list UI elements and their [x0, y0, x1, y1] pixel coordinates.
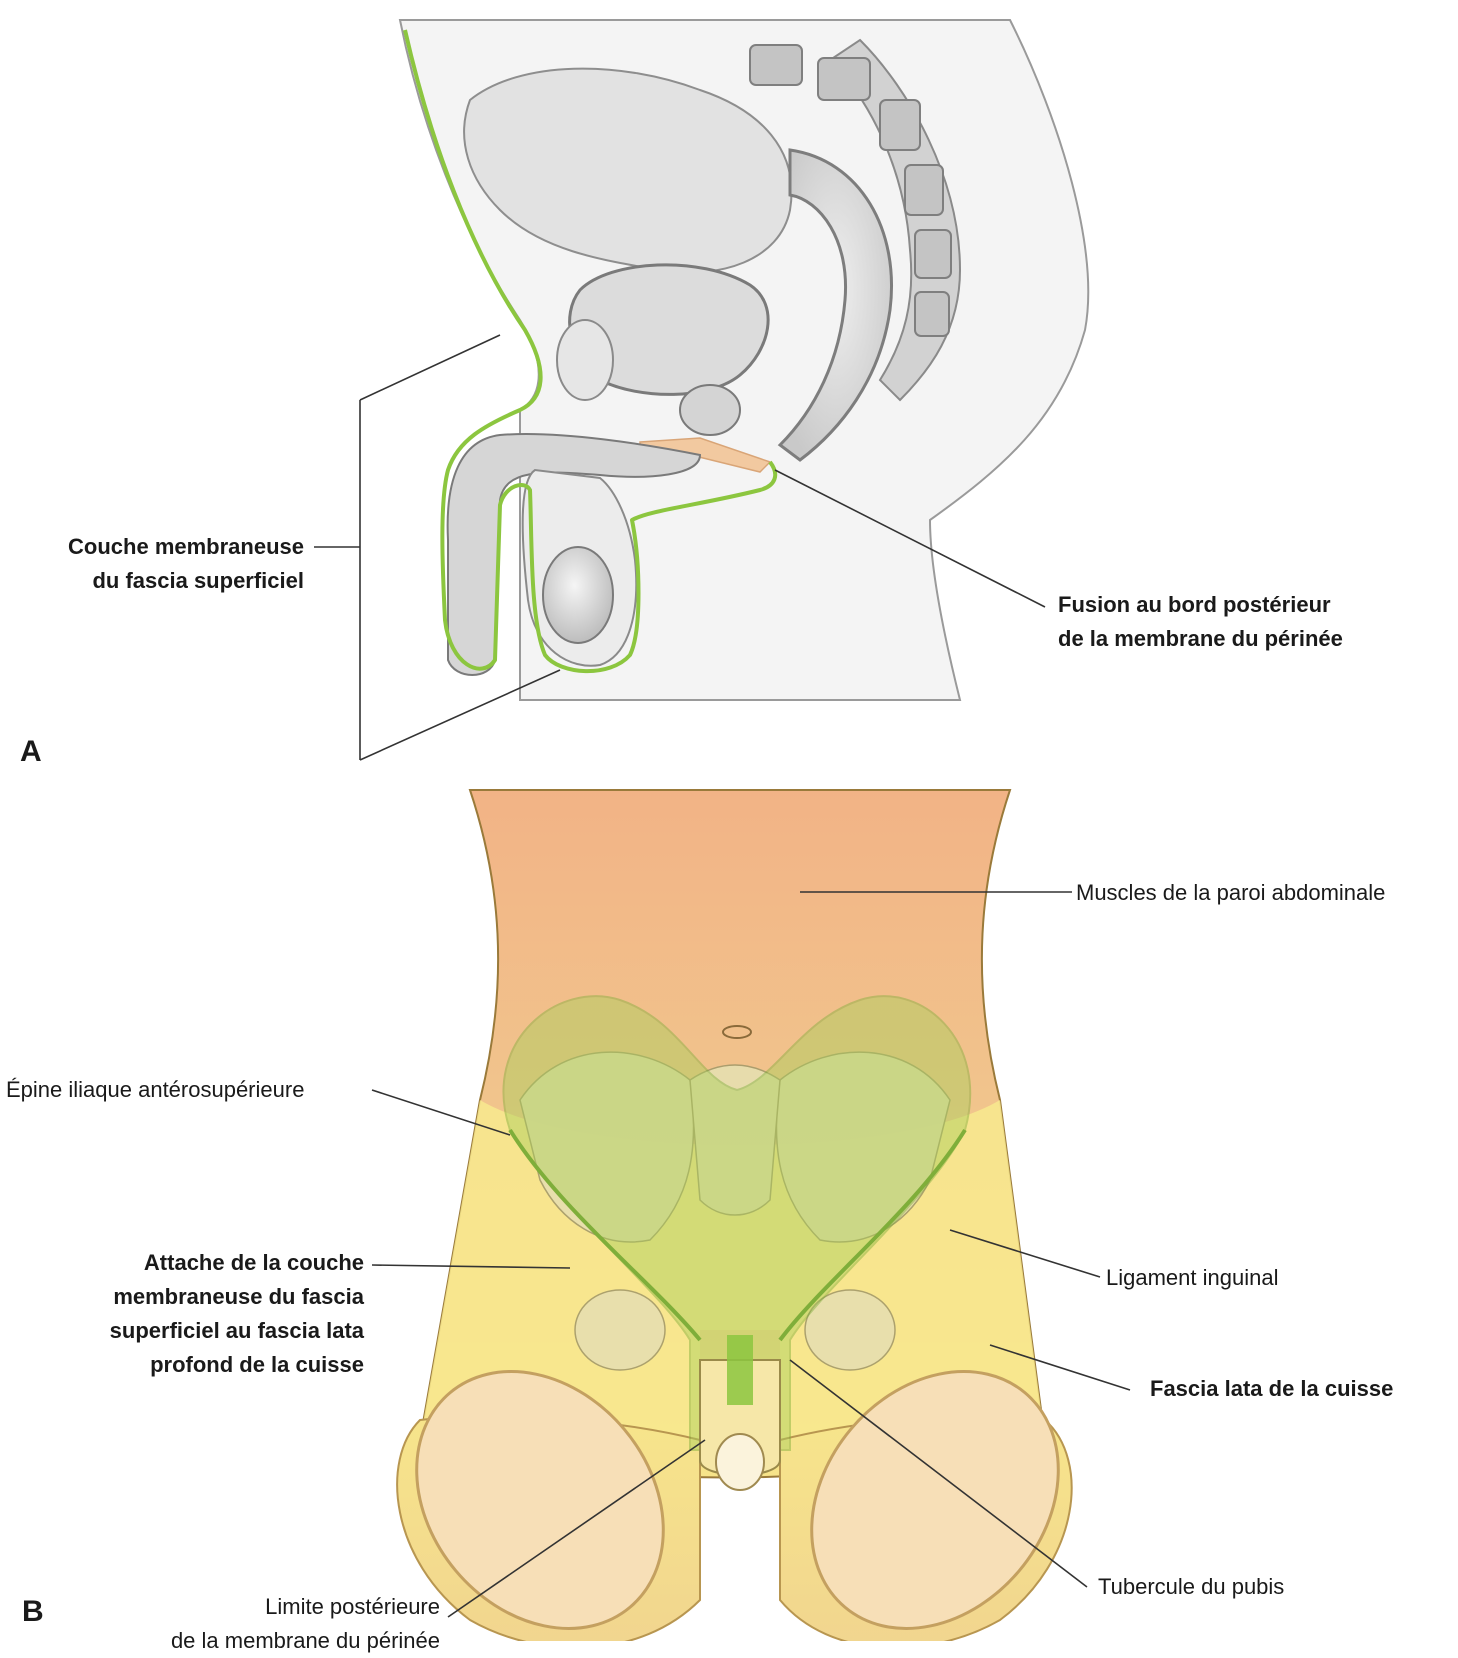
label-couche-membraneuse: Couche membraneuse du fascia superficiel — [10, 530, 304, 598]
label-muscles-paroi: Muscles de la paroi abdominale — [1076, 876, 1385, 910]
panel-a-illustration — [400, 20, 1088, 700]
perineal-membrane-limit — [727, 1335, 753, 1405]
label-attache: Attache de la couche membraneuse du fasc… — [30, 1246, 364, 1382]
label-line: superficiel au fascia lata — [30, 1314, 364, 1348]
label-line: de la membrane du périnée — [1058, 622, 1343, 656]
prostate — [680, 385, 740, 435]
testis — [543, 547, 613, 643]
panel-label-a: A — [20, 735, 42, 769]
label-fusion: Fusion au bord postérieur de la membrane… — [1058, 588, 1343, 656]
label-ligament-inguinal: Ligament inguinal — [1106, 1261, 1278, 1295]
label-line: profond de la cuisse — [30, 1348, 364, 1382]
panel-b-illustration — [366, 790, 1110, 1641]
label-line: du fascia superficiel — [10, 564, 304, 598]
label-line: Couche membraneuse — [10, 530, 304, 564]
label-limite-posterieure: Limite postérieure de la membrane du pér… — [150, 1590, 440, 1658]
label-tubercule-pubis: Tubercule du pubis — [1098, 1570, 1284, 1604]
label-line: Attache de la couche — [30, 1246, 364, 1280]
label-line: Fusion au bord postérieur — [1058, 588, 1343, 622]
label-line: Limite postérieure — [150, 1590, 440, 1624]
label-line: membraneuse du fascia — [30, 1280, 364, 1314]
label-epine-iliaque: Épine iliaque antérosupérieure — [6, 1073, 304, 1107]
panel-label-b: B — [22, 1595, 44, 1629]
glans — [716, 1434, 764, 1490]
label-fascia-lata: Fascia lata de la cuisse — [1150, 1372, 1393, 1406]
pubic-symphysis — [557, 320, 613, 400]
label-line: de la membrane du périnée — [150, 1624, 440, 1658]
